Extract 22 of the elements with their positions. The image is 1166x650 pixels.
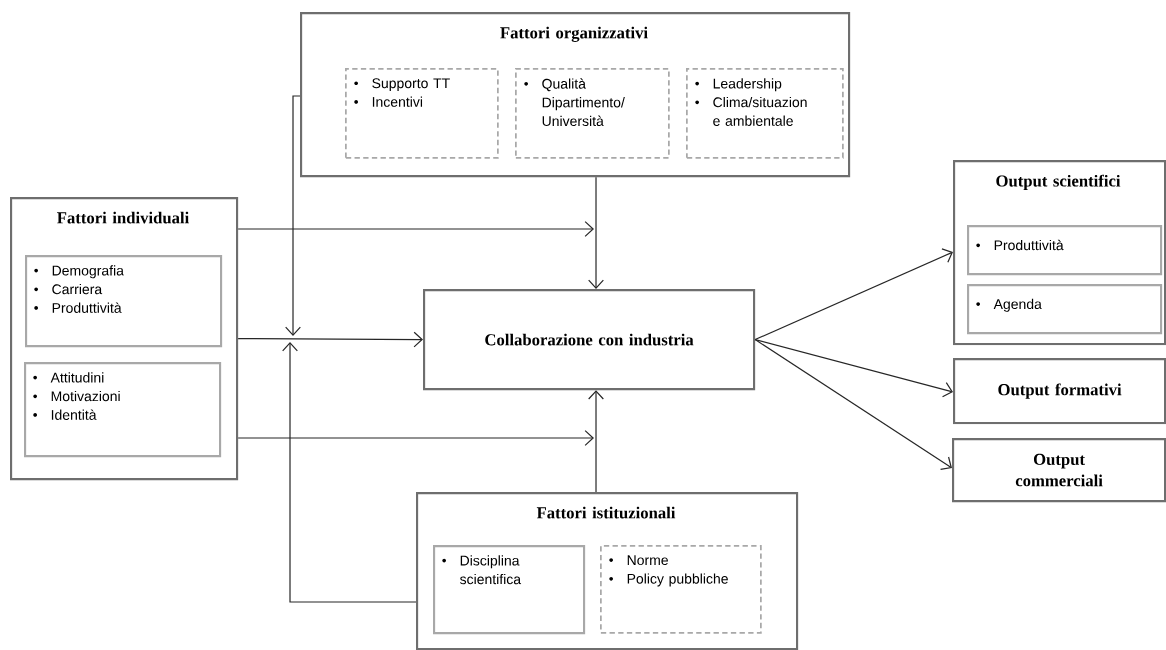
arrow	[282, 342, 417, 603]
arrow	[754, 338, 952, 470]
arrow	[754, 248, 953, 341]
arrow	[588, 390, 604, 493]
dashed-list-box: Qualità Dipartimento/ Università	[515, 68, 670, 159]
group-box: Output commerciali	[952, 438, 1166, 503]
group-box: Output formativi	[953, 358, 1166, 425]
dashed-list-box: Norme Policy pubbliche	[600, 545, 762, 634]
list-box: Demografia Carriera Produttività	[25, 255, 223, 348]
dashed-list-box: Supporto TT Incentivi	[345, 68, 499, 159]
arrow	[237, 331, 423, 348]
arrow	[285, 95, 301, 336]
group-box: Collaborazione con industria	[423, 289, 756, 391]
arrow	[237, 221, 594, 237]
arrow	[754, 338, 953, 398]
list-box: Disciplina scientifica	[433, 545, 586, 635]
arrow	[237, 430, 594, 446]
list-box: Produttività	[967, 225, 1163, 276]
list-box: Attitudini Motivazioni Identità	[24, 362, 222, 458]
dashed-list-box: Leadership Clima/situazion e ambientale	[686, 68, 844, 159]
arrow	[588, 176, 604, 289]
list-box: Agenda	[967, 284, 1163, 335]
